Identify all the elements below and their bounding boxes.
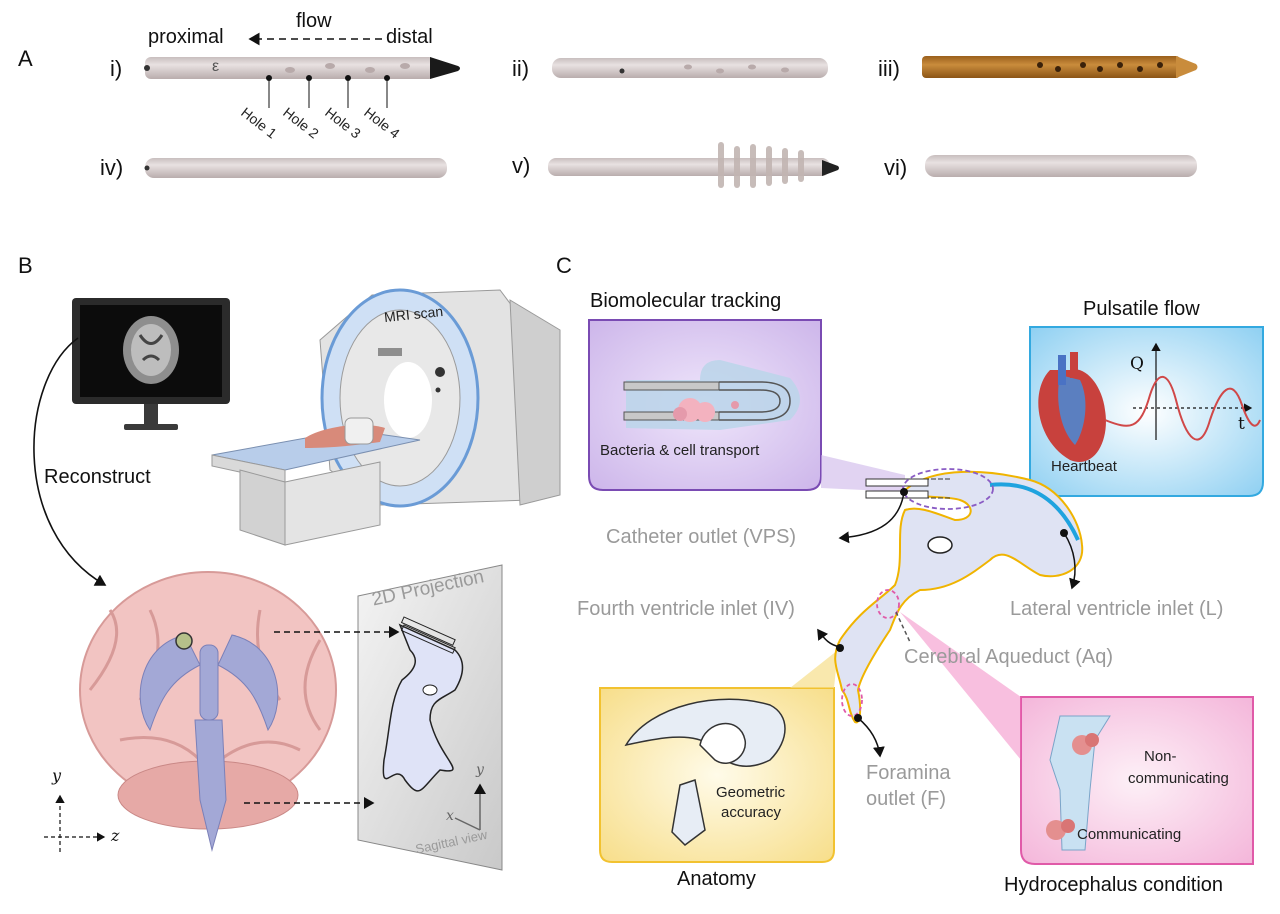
- axis-y-label: y: [52, 766, 62, 785]
- heartbeat-label: Heartbeat: [1051, 458, 1117, 475]
- hydro-callout: [900, 612, 1021, 760]
- reconstruct-arrow: [33, 337, 107, 586]
- ventricle-shape: [834, 468, 1084, 724]
- projection-plane: [357, 564, 503, 871]
- monitor: [72, 298, 230, 430]
- catheter-label-iii: iii): [878, 56, 900, 81]
- axis-z-label: z: [111, 826, 120, 845]
- pulsatile-t-label: t: [1238, 414, 1245, 434]
- proximal-label: proximal: [148, 26, 224, 48]
- catheter-marking: ε: [212, 58, 220, 75]
- panel-letter-c: C: [556, 253, 572, 278]
- catheter-label-vi: vi): [884, 155, 908, 180]
- foramina-label-line2: outlet (F): [866, 788, 947, 810]
- catheter-label-ii: ii): [512, 56, 530, 81]
- hydro-comm-label: Communicating: [1077, 826, 1182, 843]
- anatomy-box: [599, 687, 835, 863]
- reconstruct-label: Reconstruct: [44, 466, 151, 488]
- biomolecular-box: [588, 319, 822, 491]
- catheter-i: [144, 57, 460, 108]
- anatomy-title: Anatomy: [677, 868, 756, 890]
- anatomy-callout: [790, 650, 838, 688]
- pulsatile-box: [1029, 326, 1264, 497]
- connector-foramina: [857, 717, 885, 758]
- catheter-label-v: v): [512, 153, 531, 178]
- pulsatile-q-label: Q: [1130, 354, 1144, 374]
- fourth-ventricle-label: Fourth ventricle inlet (IV): [577, 598, 795, 620]
- hydro-title: Hydrocephalus condition: [1004, 874, 1224, 896]
- aqueduct-label: Cerebral Aqueduct (Aq): [904, 646, 1114, 668]
- connector-lateral: [1063, 532, 1081, 590]
- proj-axis-y-label: y: [476, 762, 484, 778]
- brain-illustration: [79, 571, 337, 852]
- pulsatile-title: Pulsatile flow: [1083, 298, 1200, 320]
- panel-letter-a: A: [18, 46, 33, 71]
- proj-axis-x-label: x: [446, 808, 454, 824]
- connector-aqueduct: [895, 611, 911, 643]
- mri-scanner: [211, 288, 561, 546]
- catheter-iv: [144, 158, 447, 178]
- foramina-label-line1: Foramina: [866, 762, 951, 784]
- biomolecular-caption: Bacteria & cell transport: [600, 442, 760, 459]
- catheter-label-iv: iv): [100, 155, 124, 180]
- connector-fourth: [817, 628, 841, 648]
- flow-label: flow: [296, 10, 332, 32]
- lateral-ventricle-label: Lateral ventricle inlet (L): [1010, 598, 1224, 620]
- anatomy-caption-line1: Geometric: [716, 784, 786, 801]
- hydro-noncomm-line1: Non-: [1144, 748, 1177, 765]
- biomolecular-title: Biomolecular tracking: [590, 290, 782, 312]
- catheter-vi: [925, 155, 1197, 177]
- catheter-label-i: i): [110, 56, 123, 81]
- catheter-v: [548, 142, 839, 188]
- catheter-iii: [922, 56, 1198, 78]
- catheter-outlet-label: Catheter outlet (VPS): [606, 526, 797, 548]
- distal-label: distal: [386, 26, 433, 48]
- catheter-ii: [552, 58, 828, 78]
- panel-letter-b: B: [18, 253, 33, 278]
- hydro-box: [1020, 696, 1254, 865]
- anatomy-caption-line2: accuracy: [721, 804, 782, 821]
- connector-catheter-outlet: [838, 491, 905, 544]
- hydro-noncomm-line2: communicating: [1128, 770, 1229, 787]
